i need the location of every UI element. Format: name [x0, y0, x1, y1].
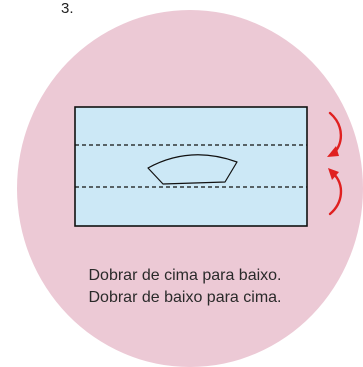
- step-number: 3.: [61, 0, 74, 17]
- instruction-line-1: Dobrar de cima para baixo.: [88, 267, 282, 284]
- instructions-text: Dobrar de cima para baixo. Dobrar de bai…: [40, 265, 330, 309]
- cutout-shape: [147, 154, 238, 185]
- curved-arrow-up-icon: [328, 168, 343, 216]
- instruction-line-2: Dobrar de baixo para cima.: [88, 289, 282, 306]
- curved-arrow-down-icon: [327, 111, 343, 157]
